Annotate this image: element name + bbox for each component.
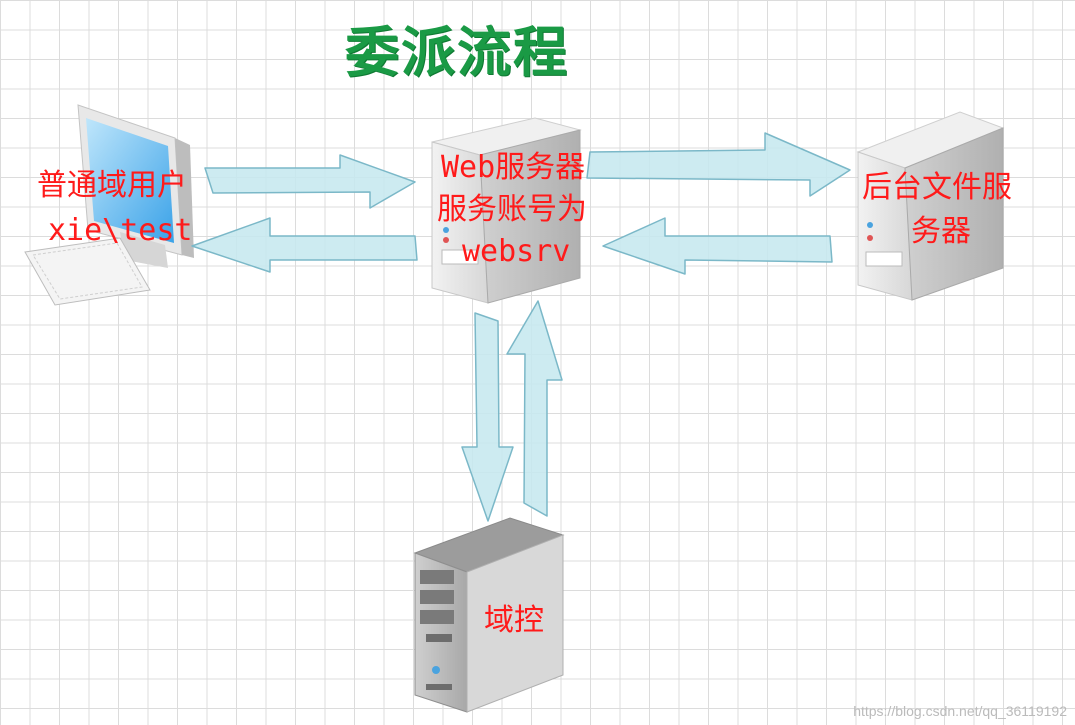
web-server-icon [431, 117, 582, 304]
arrow-dc-to-web [506, 300, 563, 517]
web-service-account-name: websrv [462, 234, 571, 269]
file-server-label-line2: 务器 [911, 214, 971, 249]
diagram-title: 委派流程 [345, 21, 569, 84]
arrow-web-to-file [586, 132, 851, 197]
domain-controller-label: 域控 [484, 603, 544, 638]
user-account-label: xie\test [48, 213, 193, 248]
arrow-web-to-user [191, 217, 418, 273]
web-service-account-label: 服务账号为 [437, 192, 587, 227]
watermark: https://blog.csdn.net/qq_36119192 [853, 703, 1067, 719]
user-label: 普通域用户 [37, 168, 187, 203]
arrow-user-to-web [204, 154, 416, 209]
file-server-label-line1: 后台文件服 [862, 170, 1012, 205]
domain-controller-icon [413, 517, 565, 713]
desktop-computer-icon [24, 104, 194, 306]
web-server-label: Web服务器 [441, 148, 585, 188]
arrow-web-to-dc [461, 312, 514, 522]
file-server-icon [856, 111, 1005, 301]
web-server-name: Web服务器 [441, 150, 586, 185]
arrow-file-to-web [602, 217, 833, 275]
